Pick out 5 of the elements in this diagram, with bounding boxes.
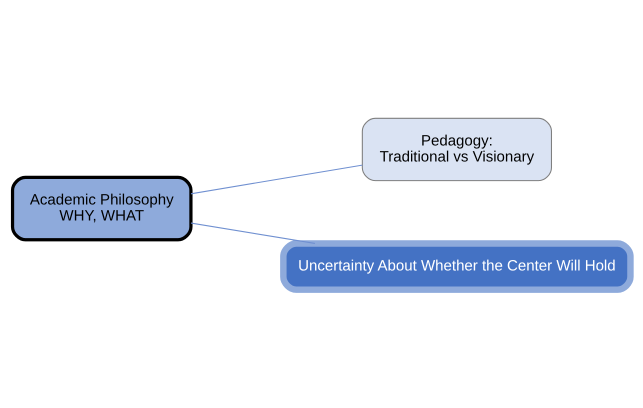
node-box: Pedagogy: Traditional vs Visionary (362, 118, 552, 182)
connector (190, 222, 316, 244)
connector (190, 164, 362, 194)
node-box: Academic Philosophy WHY, WHAT (10, 176, 193, 242)
node-box: Uncertainty About Whether the Center Will Hold (280, 240, 634, 293)
